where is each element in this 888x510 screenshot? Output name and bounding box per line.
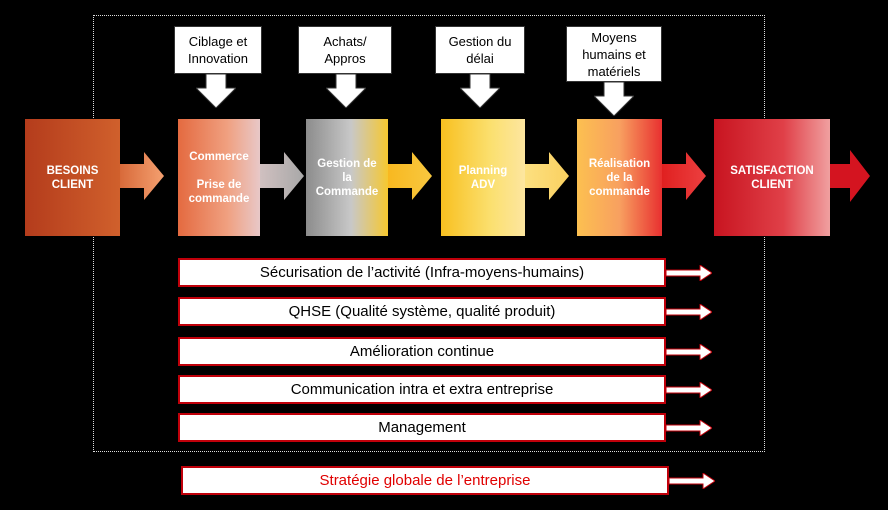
input-label: Gestion du délai xyxy=(448,34,512,66)
right-arrow-icon xyxy=(666,344,712,360)
right-arrow-icon xyxy=(669,473,715,489)
input-label: Ciblage et Innovation xyxy=(188,34,248,66)
band-label: Sécurisation de l’activité (Infra-moyens… xyxy=(259,264,585,281)
down-arrow-icon xyxy=(594,82,634,116)
band-label: Amélioration continue xyxy=(349,343,495,360)
input-label: Achats/ Appros xyxy=(323,34,367,66)
down-arrow-icon xyxy=(460,74,500,108)
right-arrow-icon xyxy=(525,152,569,200)
block-gestion-commande: Gestion de la Commande xyxy=(306,119,388,236)
right-arrow-icon xyxy=(666,265,712,281)
block-satisfaction-client: SATISFACTION CLIENT xyxy=(714,119,830,236)
input-box-achats: Achats/ Appros xyxy=(298,26,392,74)
block-label: BESOINS CLIENT xyxy=(46,164,99,191)
band-strategie: Stratégie globale de l’entreprise xyxy=(181,466,669,495)
down-arrow-icon xyxy=(326,74,366,108)
block-label: Commerce Prise de commande xyxy=(188,150,250,205)
right-arrow-icon xyxy=(662,152,706,200)
block-label: Gestion de la Commande xyxy=(315,157,379,198)
block-label: Planning ADV xyxy=(458,164,508,191)
block-planning-adv: Planning ADV xyxy=(441,119,525,236)
band-communication: Communication intra et extra entreprise xyxy=(178,375,666,404)
band-qhse: QHSE (Qualité système, qualité produit) xyxy=(178,297,666,326)
down-arrow-icon xyxy=(196,74,236,108)
block-besoins-client: BESOINS CLIENT xyxy=(25,119,120,236)
right-arrow-icon xyxy=(260,152,304,200)
input-label: Moyens humains et matériels xyxy=(582,29,646,79)
right-arrow-icon xyxy=(120,152,164,200)
right-arrow-icon xyxy=(666,382,712,398)
band-label: Communication intra et extra entreprise xyxy=(290,381,554,398)
right-arrow-icon xyxy=(666,420,712,436)
band-securisation: Sécurisation de l’activité (Infra-moyens… xyxy=(178,258,666,287)
band-label: Management xyxy=(378,419,466,436)
block-commerce: Commerce Prise de commande xyxy=(178,119,260,236)
band-management: Management xyxy=(178,413,666,442)
input-box-ciblage: Ciblage et Innovation xyxy=(174,26,262,74)
right-arrow-icon xyxy=(388,152,432,200)
band-label: Stratégie globale de l’entreprise xyxy=(319,472,531,489)
band-label: QHSE (Qualité système, qualité produit) xyxy=(288,303,556,320)
block-realisation: Réalisation de la commande xyxy=(577,119,662,236)
input-box-moyens: Moyens humains et matériels xyxy=(566,26,662,82)
right-arrow-icon xyxy=(830,150,870,202)
block-label: SATISFACTION CLIENT xyxy=(730,164,814,191)
band-amelioration: Amélioration continue xyxy=(178,337,666,366)
right-arrow-icon xyxy=(666,304,712,320)
block-label: Réalisation de la commande xyxy=(588,157,651,198)
input-box-delai: Gestion du délai xyxy=(435,26,525,74)
